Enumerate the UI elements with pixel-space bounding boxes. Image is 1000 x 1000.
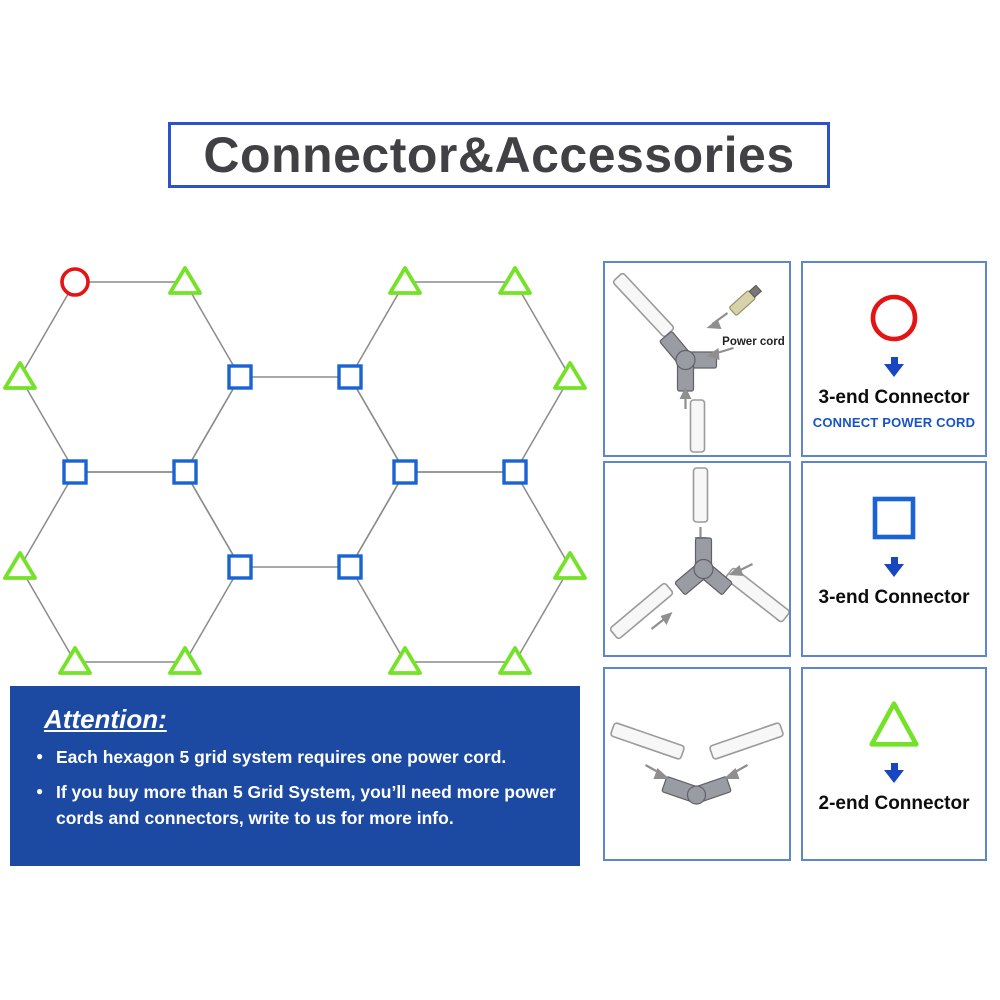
green-triangle-marker: [168, 266, 202, 295]
attention-bullet: Each hexagon 5 grid system requires one …: [36, 745, 560, 770]
legend-label: 3-end Connector: [818, 387, 970, 408]
illustration-two-end-connector: [603, 667, 791, 861]
illustration-three-end-connector-power-cord: Power cord: [603, 261, 791, 457]
title-box: Connector&Accessories: [168, 122, 830, 188]
green-triangle-marker: [498, 266, 532, 295]
green-triangle-marker: [3, 361, 37, 390]
tube-illustration: [610, 722, 784, 760]
arrow-icon: [728, 563, 753, 576]
illustration-three-end-connector: [603, 461, 791, 657]
green-triangle-marker: [553, 361, 587, 390]
blue-square-marker: [172, 459, 198, 485]
three-end-connector-drawing: [609, 467, 789, 640]
down-arrow-icon: [884, 357, 904, 377]
arrow-icon: [650, 612, 673, 630]
arrow-icon: [644, 764, 670, 779]
arrow-icon: [706, 312, 729, 329]
green-triangle-marker: [58, 646, 92, 675]
legend-panel-three-end-connector: 3-end Connector: [801, 461, 987, 657]
three-end-connector-power-cord-drawing: Power cord: [612, 272, 785, 453]
hexagon-grid-diagram: [3, 266, 587, 675]
page-title: Connector&Accessories: [203, 127, 795, 183]
power-cord-label: Power cord: [722, 336, 785, 348]
power-cord-plug-icon: [729, 284, 763, 316]
down-arrow-icon: [884, 763, 904, 783]
tube-illustration: [612, 272, 706, 453]
attention-box: Attention: Each hexagon 5 grid system re…: [10, 686, 580, 866]
green-triangle-marker: [3, 551, 37, 580]
three-end-connector-illustration: [674, 537, 733, 595]
blue-square-marker: [337, 554, 363, 580]
three-end-connector-illustration: [659, 331, 718, 392]
blue-square-marker: [502, 459, 528, 485]
blue-square-marker: [392, 459, 418, 485]
attention-heading: Attention:: [44, 704, 167, 734]
attention-bullet: If you buy more than 5 Grid System, you’…: [36, 780, 560, 831]
green-triangle-marker: [168, 646, 202, 675]
attention-list: Each hexagon 5 grid system requires one …: [36, 745, 560, 831]
hexagon-cell: [349, 281, 571, 473]
green-triangle-icon: [869, 701, 919, 747]
two-end-connector-illustration: [661, 776, 732, 805]
legend-sublabel: CONNECT POWER CORD: [812, 415, 976, 430]
green-triangle-marker: [388, 266, 422, 295]
down-arrow-icon: [884, 557, 904, 577]
red-circle-icon: [870, 294, 918, 342]
arrow-icon: [706, 346, 734, 360]
legend-panel-two-end-connector: 2-end Connector: [801, 667, 987, 861]
blue-square-marker: [62, 459, 88, 485]
red-circle-marker: [60, 267, 90, 297]
green-triangle-marker: [498, 646, 532, 675]
blue-square-marker: [227, 554, 253, 580]
two-end-connector-drawing: [610, 722, 784, 805]
legend-label: 3-end Connector: [818, 587, 970, 608]
legend-label: 2-end Connector: [818, 793, 970, 814]
hexagon-cell: [184, 376, 406, 568]
hexagon-cell: [19, 471, 241, 663]
hexagon-cell: [349, 471, 571, 663]
blue-square-icon: [872, 496, 916, 540]
green-triangle-marker: [388, 646, 422, 675]
green-triangle-marker: [553, 551, 587, 580]
arrow-icon: [723, 764, 749, 779]
arrow-icon: [679, 387, 692, 409]
tube-illustration: [609, 467, 789, 640]
blue-square-marker: [227, 364, 253, 390]
legend-panel-power-cord-connector: 3-end Connector CONNECT POWER CORD: [801, 261, 987, 457]
hexagon-cell: [19, 281, 241, 473]
blue-square-marker: [337, 364, 363, 390]
